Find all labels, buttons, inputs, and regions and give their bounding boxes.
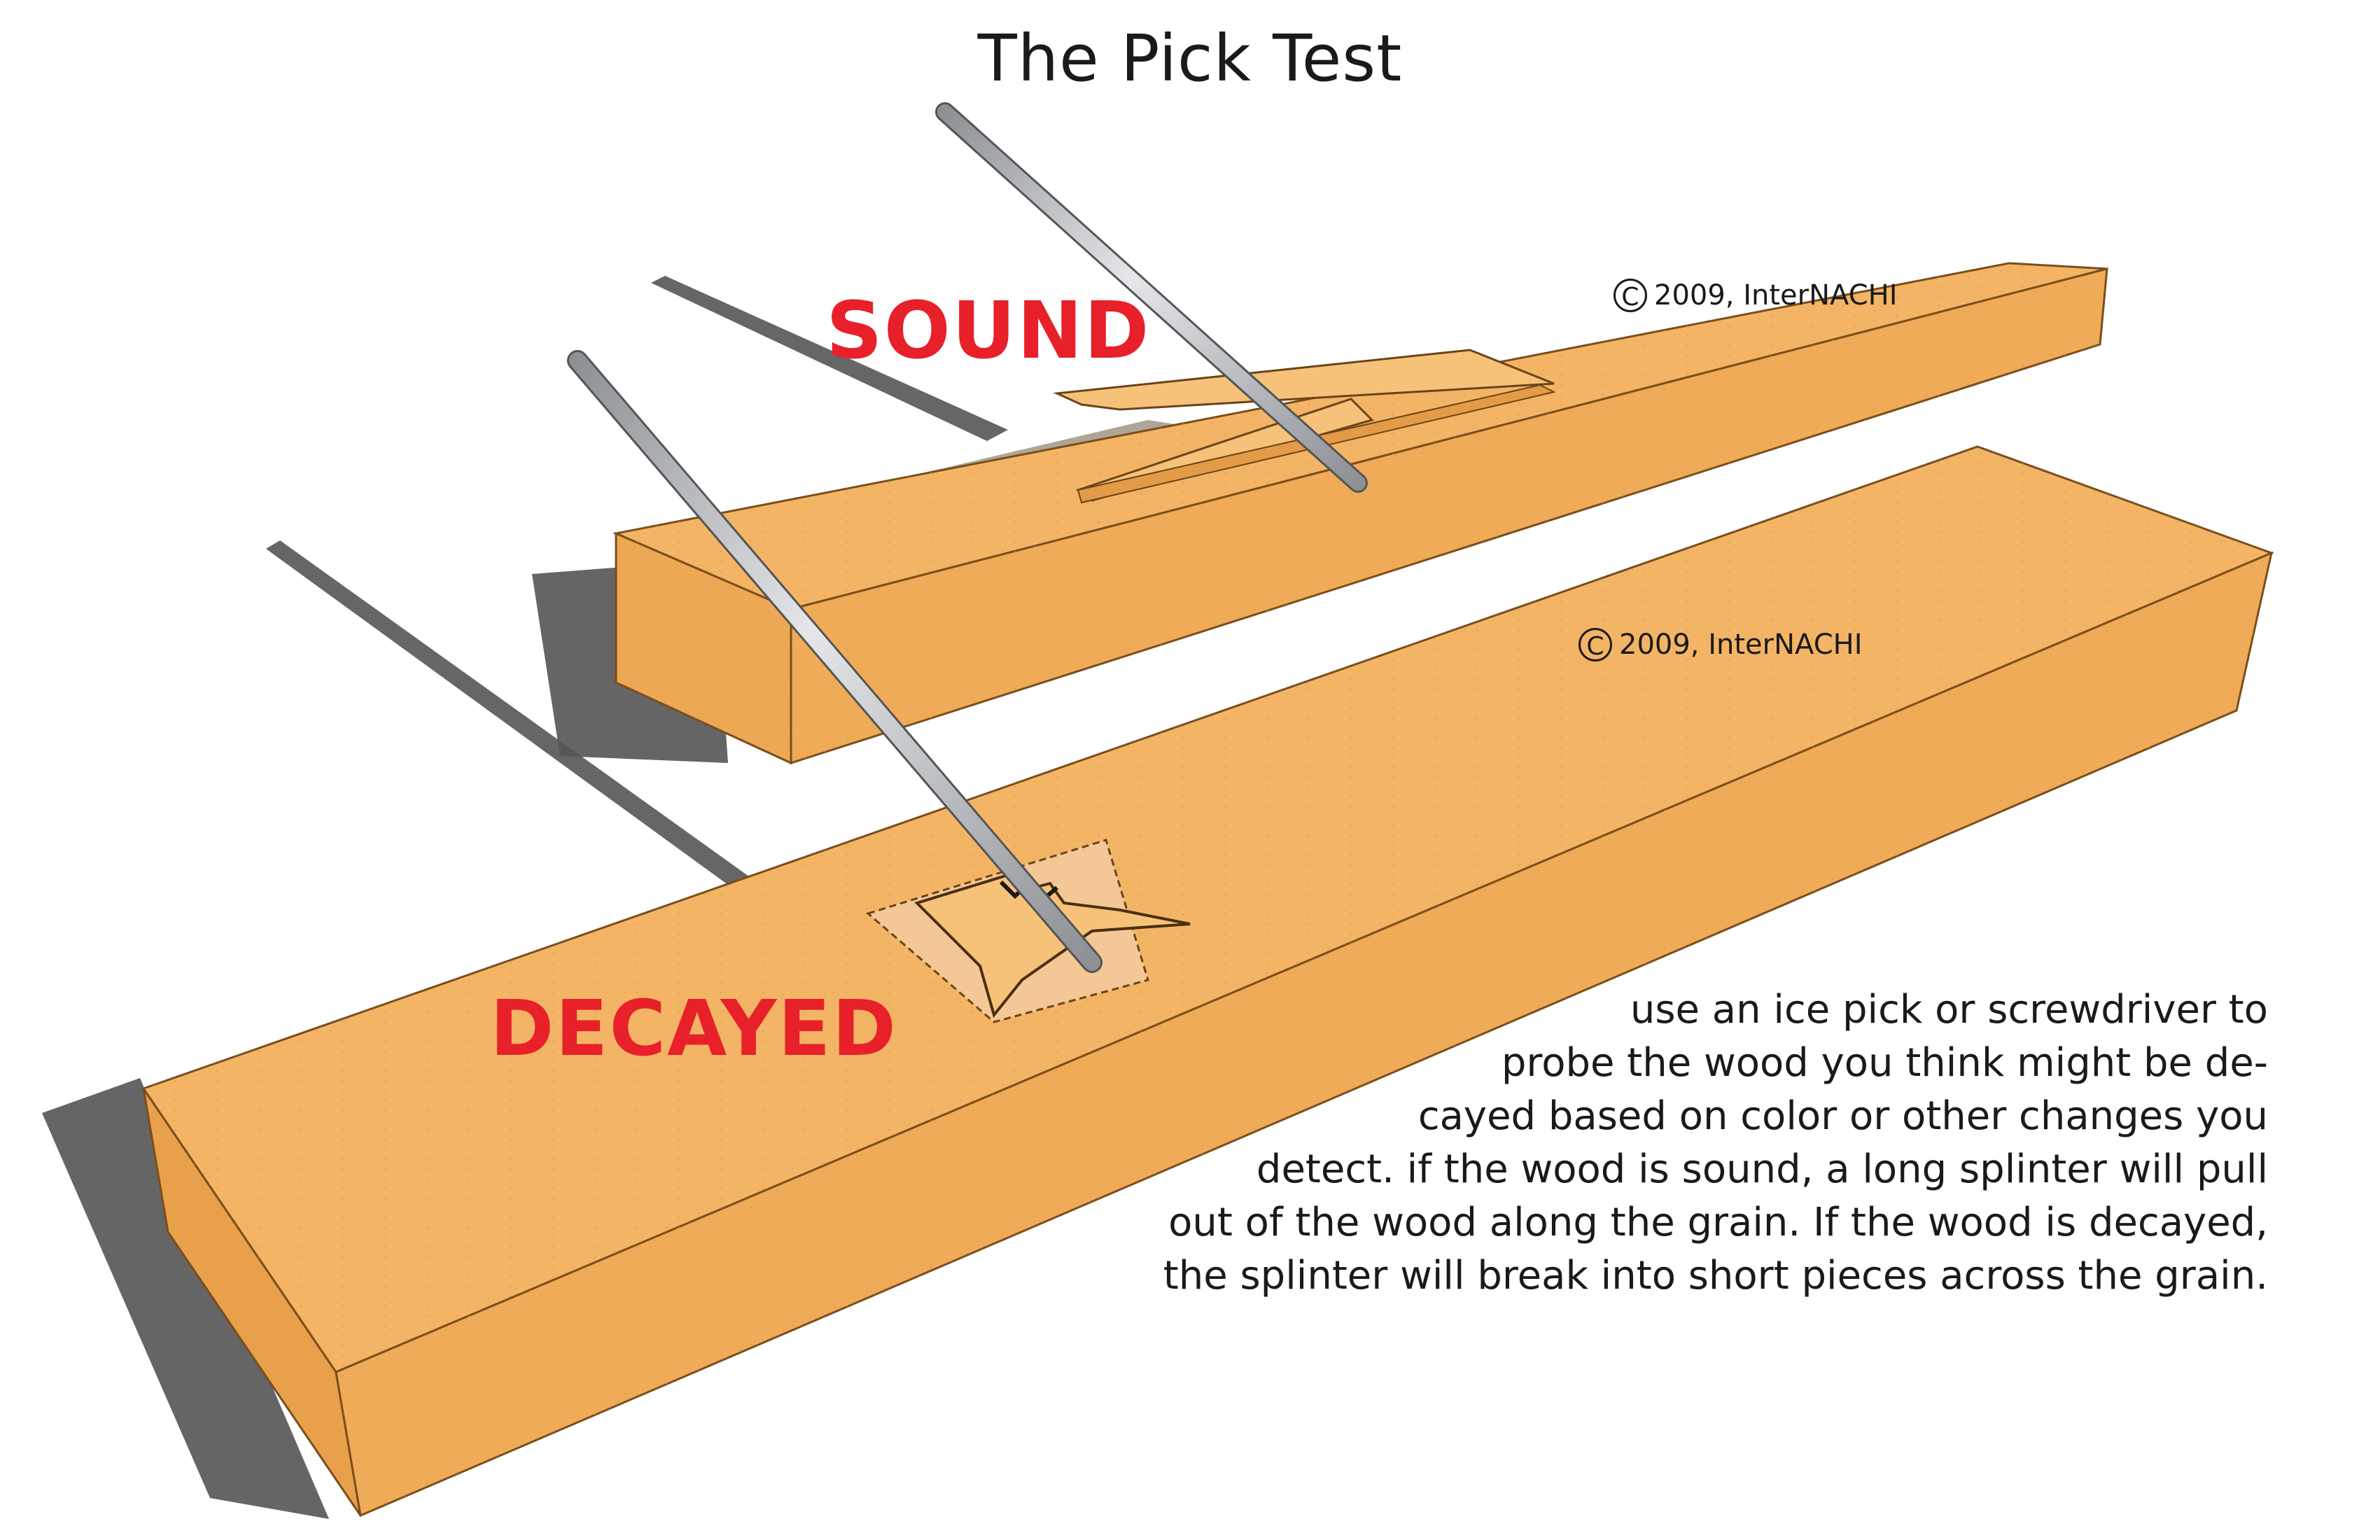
copyright-bottom-board: C 2009, InterNACHI	[1578, 628, 1863, 662]
top-pick-shadow	[651, 276, 1008, 441]
ice-pick-decayed	[567, 350, 1102, 973]
description-line: probe the wood you think might be de-	[1501, 1040, 2268, 1086]
bottom-board	[141, 445, 2275, 1518]
copyright-text: 2009, InterNACHI	[1619, 629, 1863, 661]
decayed-label: DECAYED	[490, 983, 897, 1073]
copyright-icon: C	[1614, 279, 1647, 312]
description-line: use an ice pick or screwdriver to	[1630, 987, 2268, 1032]
bottom-pick-shadow	[266, 540, 749, 885]
description-line: out of the wood along the grain. If the …	[1168, 1200, 2268, 1245]
page-title: The Pick Test	[977, 21, 1403, 96]
bottom-board-shadow	[42, 1078, 329, 1519]
copyright-top-board: C 2009, InterNACHI	[1614, 279, 1898, 312]
copyright-icon: C	[1578, 628, 1612, 662]
description-text: use an ice pick or screwdriver to probe …	[1078, 983, 2268, 1303]
description-line: the splinter will break into short piece…	[1163, 1253, 2268, 1298]
copyright-text: 2009, InterNACHI	[1654, 279, 1898, 312]
description-line: detect. if the wood is sound, a long spl…	[1256, 1147, 2268, 1192]
description-line: cayed based on color or other changes yo…	[1418, 1093, 2268, 1139]
ice-pick-sound	[935, 102, 1368, 493]
sound-label: SOUND	[826, 286, 1151, 377]
